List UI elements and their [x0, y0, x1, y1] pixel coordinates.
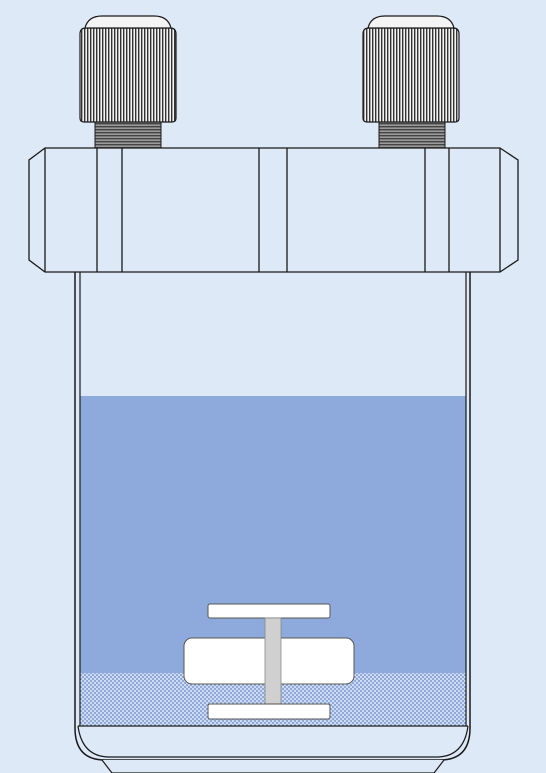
stirrer-top-bar — [207, 603, 331, 619]
screw-cap — [28, 147, 519, 273]
stirrer-bottom-bar — [207, 703, 331, 720]
magnetic-stirrer — [183, 603, 355, 720]
jar-base — [101, 759, 445, 773]
right-knob — [362, 15, 460, 149]
left-knob — [79, 15, 177, 149]
stirrer-shaft — [264, 617, 282, 707]
jar-walls — [77, 270, 469, 758]
